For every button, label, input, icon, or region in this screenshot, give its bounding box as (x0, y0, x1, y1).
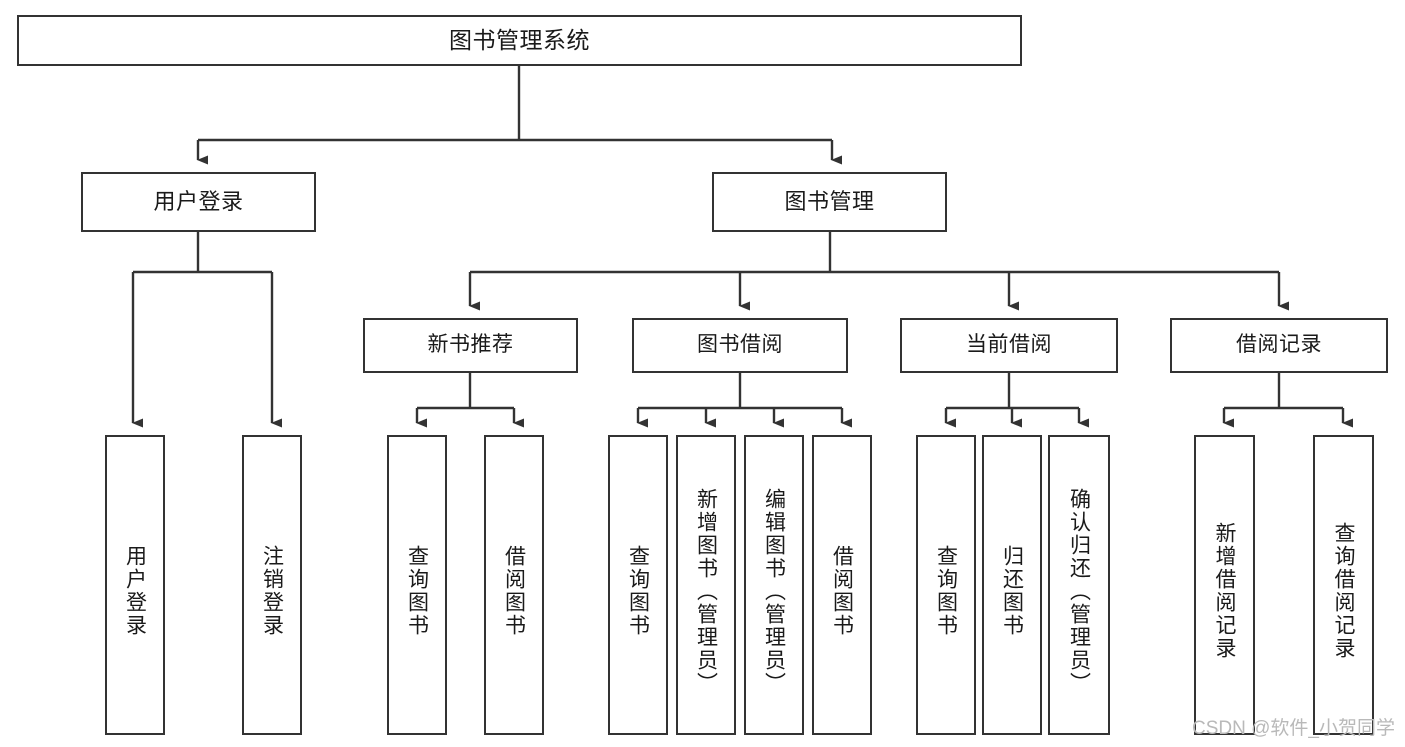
node-book-manage-label: 图书管理 (784, 189, 875, 215)
node-leaf-borrow-edit-book[interactable]: 编辑图书（管理员） (744, 435, 804, 735)
node-leaf-borrow-add-book[interactable]: 新增图书（管理员） (676, 435, 736, 735)
node-new-book-rec-label: 新书推荐 (427, 333, 514, 357)
node-leaf-rec-query-record-label: 查询借阅记录 (1332, 522, 1356, 660)
node-current-borrow-label: 当前借阅 (966, 333, 1052, 357)
node-borrow-record-label: 借阅记录 (1236, 333, 1322, 357)
node-new-book-rec[interactable]: 新书推荐 (363, 318, 578, 373)
node-leaf-user-login[interactable]: 用户登录 (105, 435, 165, 735)
node-leaf-borrow-query-book[interactable]: 查询图书 (608, 435, 668, 735)
node-root[interactable]: 图书管理系统 (17, 15, 1022, 66)
node-book-manage[interactable]: 图书管理 (712, 172, 947, 232)
node-leaf-user-login-label: 用户登录 (123, 545, 147, 637)
node-leaf-cur-query-book[interactable]: 查询图书 (916, 435, 976, 735)
node-user-login-label: 用户登录 (153, 189, 244, 215)
node-current-borrow[interactable]: 当前借阅 (900, 318, 1118, 373)
csdn-watermark: CSDN @软件_小贺同学 (1192, 718, 1395, 739)
node-leaf-borrow-edit-book-label: 编辑图书（管理员） (762, 487, 786, 695)
node-leaf-borrow-query-book-label: 查询图书 (626, 545, 650, 637)
node-leaf-borrow-add-book-label: 新增图书（管理员） (694, 487, 718, 695)
node-book-borrow[interactable]: 图书借阅 (632, 318, 848, 373)
node-leaf-cur-query-book-label: 查询图书 (934, 545, 958, 637)
node-leaf-rec-add-record-label: 新增借阅记录 (1213, 522, 1237, 660)
node-leaf-cur-confirm-return[interactable]: 确认归还（管理员） (1048, 435, 1110, 735)
node-leaf-rec-query-book-label: 查询图书 (405, 545, 429, 637)
node-leaf-cur-return-book[interactable]: 归还图书 (982, 435, 1042, 735)
node-leaf-user-logout[interactable]: 注销登录 (242, 435, 302, 735)
node-leaf-rec-borrow-book[interactable]: 借阅图书 (484, 435, 544, 735)
node-leaf-borrow-borrow-book[interactable]: 借阅图书 (812, 435, 872, 735)
node-leaf-cur-return-book-label: 归还图书 (1000, 545, 1024, 637)
node-borrow-record[interactable]: 借阅记录 (1170, 318, 1388, 373)
node-book-borrow-label: 图书借阅 (697, 333, 783, 357)
node-user-login[interactable]: 用户登录 (81, 172, 316, 232)
node-leaf-rec-query-book[interactable]: 查询图书 (387, 435, 447, 735)
node-leaf-rec-query-record[interactable]: 查询借阅记录 (1313, 435, 1374, 735)
node-leaf-user-logout-label: 注销登录 (260, 545, 284, 637)
node-leaf-cur-confirm-return-label: 确认归还（管理员） (1067, 487, 1091, 695)
node-leaf-borrow-borrow-book-label: 借阅图书 (830, 545, 854, 637)
node-root-label: 图书管理系统 (449, 26, 590, 53)
node-leaf-rec-add-record[interactable]: 新增借阅记录 (1194, 435, 1255, 735)
node-leaf-rec-borrow-book-label: 借阅图书 (502, 545, 526, 637)
